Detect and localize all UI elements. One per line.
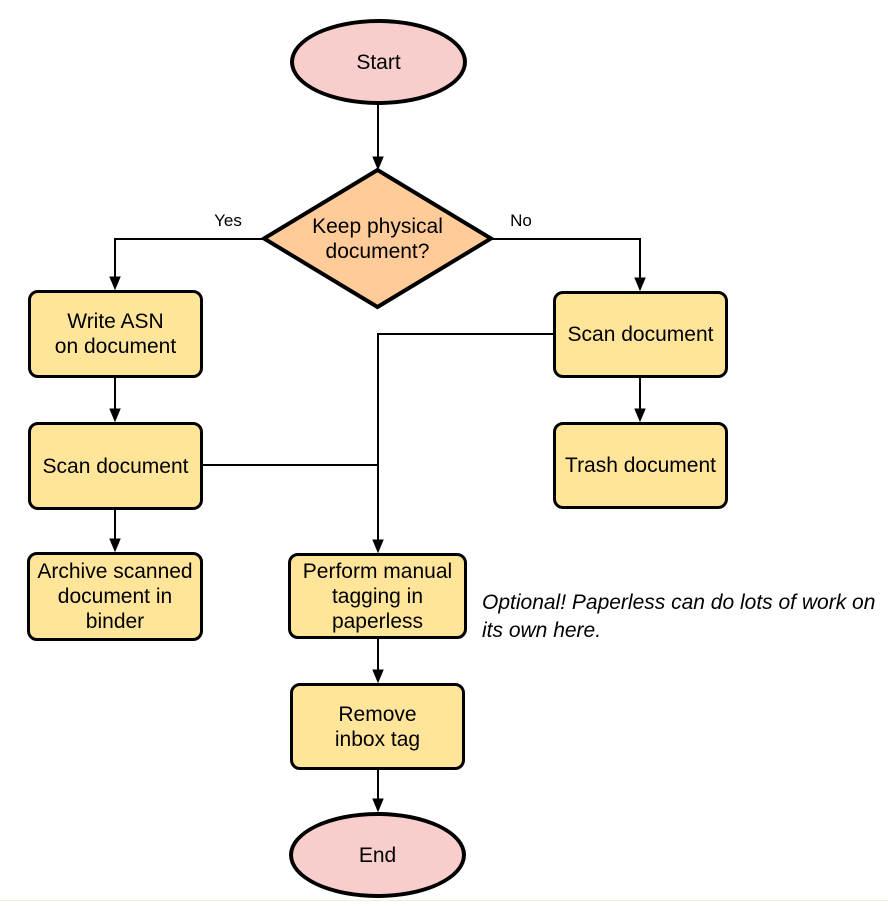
scan-document-left-node: Scan document (28, 422, 203, 510)
remove-inbox-tag-node-label: Remove inbox tag (334, 702, 421, 751)
start-node: Start (290, 19, 467, 105)
edge-label-no: No (510, 211, 532, 230)
end-node: End (289, 812, 466, 898)
edge-decision-no-to-scan-right (490, 238, 640, 289)
trash-document-node-label: Trash document (565, 454, 716, 477)
scan-document-right-node-label: Scan document (567, 323, 714, 346)
decision-node-label: Keep physical document? (312, 214, 443, 263)
edge-scan-right-to-tagging (378, 333, 553, 551)
bottom-divider (0, 900, 888, 901)
start-node-label: Start (356, 50, 401, 74)
manual-tagging-node: Perform manual tagging in paperless (288, 553, 467, 639)
trash-document-node: Trash document (553, 422, 728, 509)
decision-node: Keep physical document? (261, 167, 494, 310)
archive-document-node-label: Archive scanned document in binder (37, 560, 193, 633)
write-asn-node: Write ASN on document (28, 290, 203, 378)
optional-note-text: Optional! Paperless can do lots of work … (482, 591, 876, 642)
write-asn-node-label: Write ASN on document (54, 310, 177, 358)
manual-tagging-node-label: Perform manual tagging in paperless (302, 559, 453, 633)
remove-inbox-tag-node: Remove inbox tag (290, 683, 465, 770)
scan-document-right-node: Scan document (553, 291, 728, 378)
edge-label-yes: Yes (214, 211, 242, 230)
archive-document-node: Archive scanned document in binder (27, 552, 203, 641)
end-node-label: End (358, 843, 397, 867)
edge-decision-yes-to-write-asn (115, 238, 265, 288)
scan-document-left-node-label: Scan document (42, 454, 189, 478)
diamond-shape (261, 167, 494, 310)
